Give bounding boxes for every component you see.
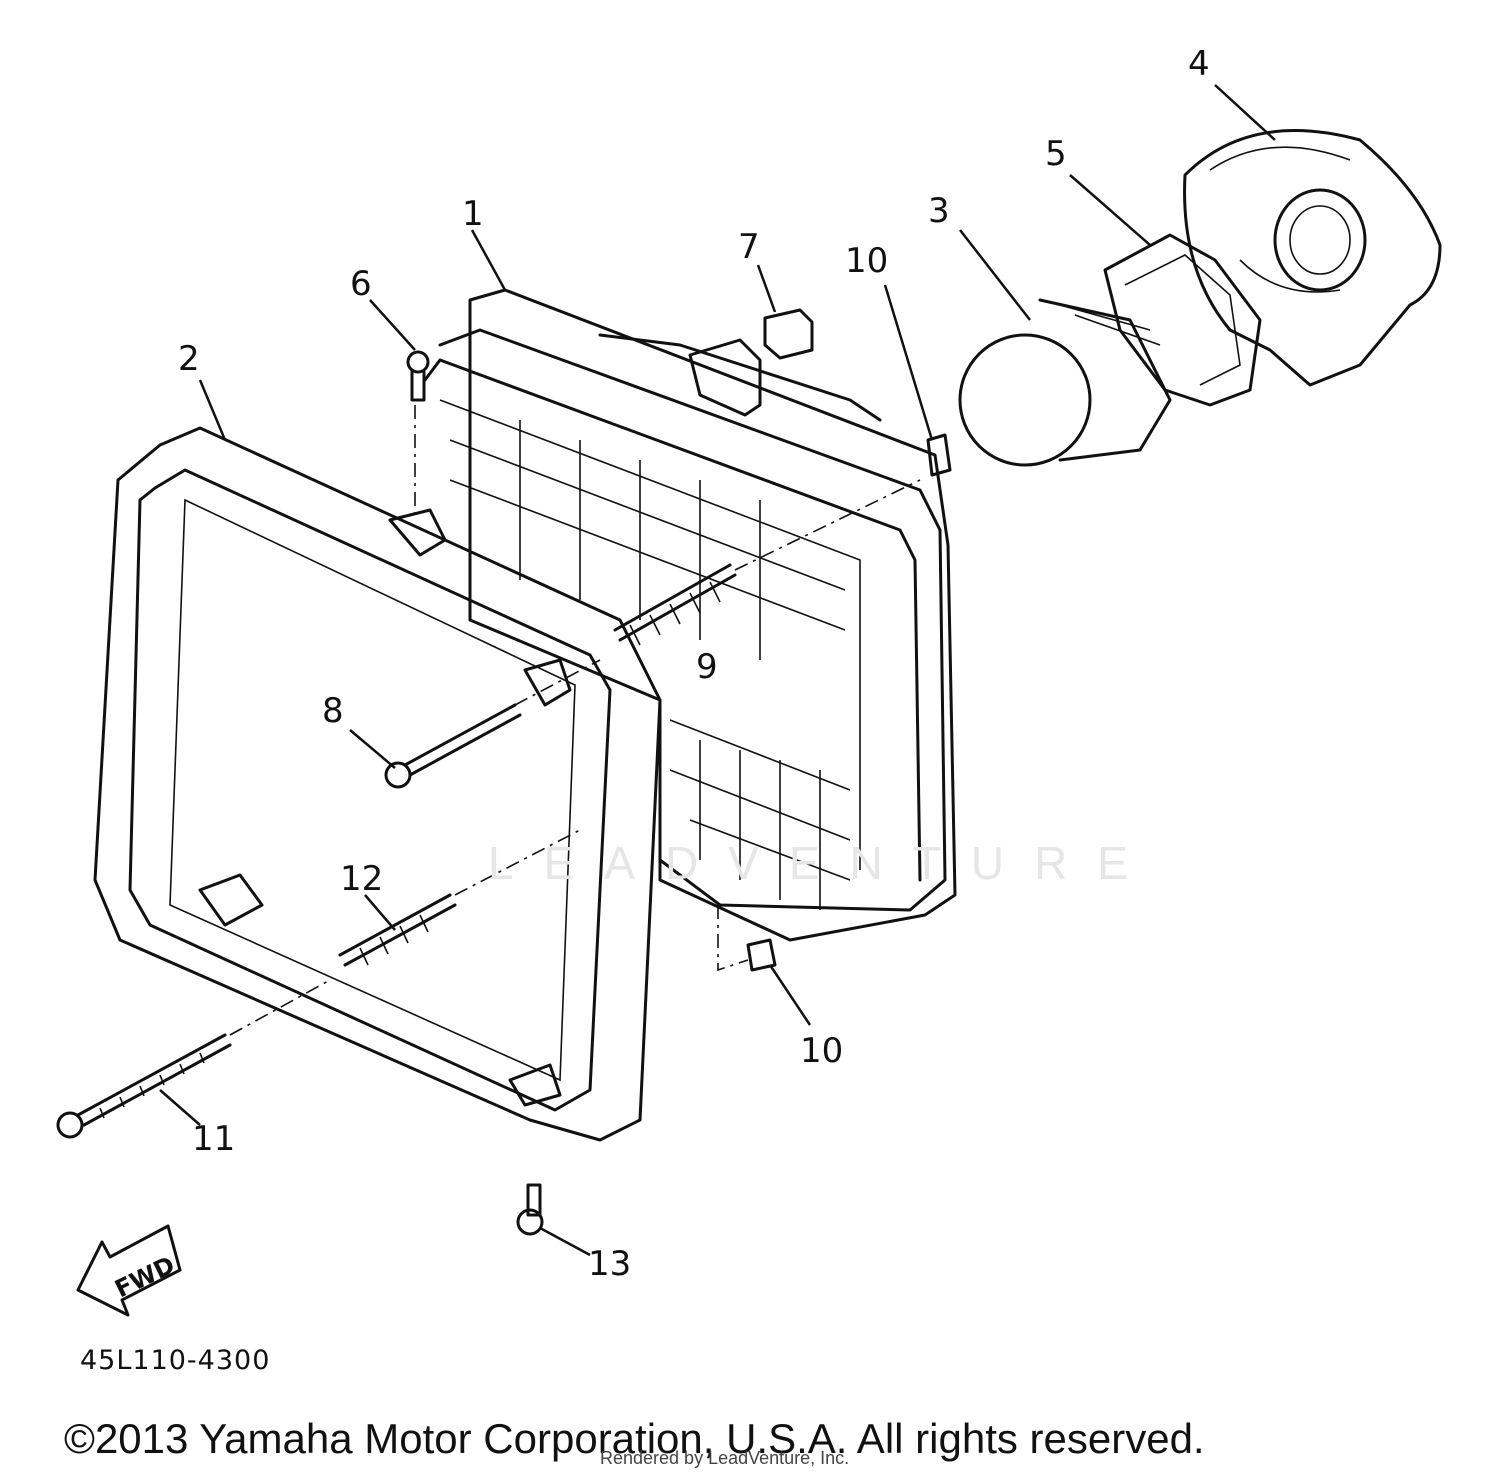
screw-13 xyxy=(516,1183,544,1236)
nut-10-lower xyxy=(746,938,777,972)
headlight-cover xyxy=(1183,129,1442,387)
nut-7 xyxy=(763,308,814,360)
callout-10-lower: 10 xyxy=(800,1031,843,1071)
nut-10-upper xyxy=(926,433,952,477)
spring-12 xyxy=(338,893,457,967)
callout-10-upper: 10 xyxy=(845,241,888,281)
screw-8 xyxy=(384,703,522,789)
callout-13: 13 xyxy=(588,1244,631,1284)
screw-6 xyxy=(406,350,430,402)
bulb-socket xyxy=(1103,233,1262,407)
callout-2: 2 xyxy=(178,339,200,379)
callout-8: 8 xyxy=(322,691,344,731)
drawing-code: 45L110-4300 xyxy=(80,1345,271,1376)
headlight-rim xyxy=(93,426,662,1142)
callout-4: 4 xyxy=(1188,44,1210,84)
bulb xyxy=(958,298,1172,467)
copyright-notice: ©2013 Yamaha Motor Corporation, U.S.A. A… xyxy=(64,1415,1205,1462)
fwd-arrow-icon: FWD xyxy=(76,1224,182,1317)
watermark: LEADVENTURE xyxy=(488,837,1158,889)
callout-12: 12 xyxy=(340,859,383,899)
callout-11: 11 xyxy=(192,1119,235,1159)
callout-labels: 1 2 3 4 5 6 7 8 9 10 10 11 12 13 xyxy=(178,44,1210,1284)
callout-3: 3 xyxy=(928,191,950,231)
callout-1: 1 xyxy=(462,194,484,234)
callout-7: 7 xyxy=(738,227,760,267)
fwd-label: FWD xyxy=(110,1251,179,1304)
rendered-by-credit: Rendered by LeadVenture, Inc. xyxy=(600,1448,850,1468)
screw-11 xyxy=(56,1033,232,1139)
callout-6: 6 xyxy=(350,264,372,304)
spring-9 xyxy=(613,563,737,646)
callout-9: 9 xyxy=(696,647,718,687)
headlight-unit xyxy=(423,288,957,942)
leader-lines xyxy=(159,84,1276,1257)
assembly-axes xyxy=(229,405,921,1036)
callout-5: 5 xyxy=(1045,134,1067,174)
